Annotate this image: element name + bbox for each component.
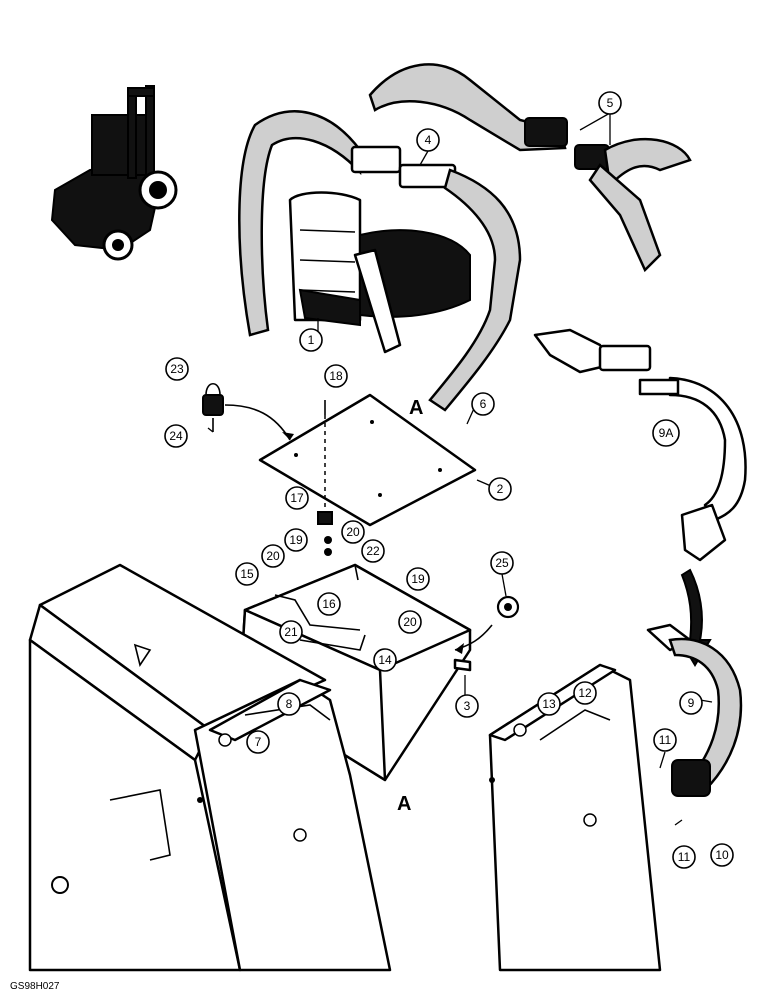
callout-2: 2: [488, 477, 512, 501]
callout-label: 17: [290, 491, 304, 505]
callout-label: 9A: [659, 426, 674, 440]
callout-24: 24: [164, 424, 188, 448]
reference-letter-a-2: A: [397, 793, 411, 815]
callout-label: 25: [495, 556, 509, 570]
callout-label: 9: [688, 696, 695, 710]
callout-label: 19: [411, 572, 425, 586]
callout-label: 22: [366, 544, 380, 558]
callout-11-upper: 11: [653, 728, 677, 752]
callout-label: 20: [346, 525, 360, 539]
callout-21: 21: [279, 620, 303, 644]
callout-22: 22: [361, 539, 385, 563]
padlock-23: [202, 382, 294, 441]
callout-label: 23: [170, 362, 184, 376]
callout-label: 16: [322, 597, 336, 611]
callout-9: 9: [679, 691, 703, 715]
callout-label: 13: [542, 697, 556, 711]
callout-13: 13: [537, 692, 561, 716]
callout-label: 7: [255, 735, 262, 749]
callout-25: 25: [490, 551, 514, 575]
callout-3: 3: [455, 694, 479, 718]
seat-belt-9: [646, 623, 743, 797]
seat-1: [288, 191, 471, 354]
callout-19-upper: 19: [284, 528, 308, 552]
callout-9a: 9A: [652, 419, 680, 447]
callout-label: 5: [607, 96, 614, 110]
callout-19-lower: 19: [406, 567, 430, 591]
callout-label: 1: [308, 333, 315, 347]
callout-8: 8: [277, 692, 301, 716]
callout-label: 11: [659, 733, 672, 747]
rops-frame-right: [488, 663, 662, 972]
seat-belt-9a: [533, 328, 747, 562]
callout-label: 18: [329, 369, 343, 383]
rops-frame-left: [28, 563, 392, 972]
callout-10: 10: [710, 843, 734, 867]
callout-5: 5: [598, 91, 622, 115]
seat-belt-4: [238, 110, 522, 412]
callout-16: 16: [317, 592, 341, 616]
callout-label: 3: [464, 699, 471, 713]
callout-17: 17: [285, 486, 309, 510]
callout-label: 20: [403, 615, 417, 629]
callout-label: 4: [425, 133, 432, 147]
callout-label: 21: [284, 625, 298, 639]
callout-7: 7: [246, 730, 270, 754]
callout-20-c: 20: [398, 610, 422, 634]
callout-label: 11: [678, 850, 691, 864]
cover-plate-2: [258, 393, 477, 527]
callout-label: 24: [169, 429, 183, 443]
knob-25: [454, 573, 520, 654]
seat-belt-5: [368, 63, 692, 273]
callout-label: 12: [578, 686, 592, 700]
reference-letter-a-1: A: [409, 397, 423, 419]
callout-11-lower: 11: [672, 845, 696, 869]
callout-23: 23: [165, 357, 189, 381]
callout-label: 6: [480, 397, 487, 411]
callout-label: 2: [497, 482, 504, 496]
callout-1: 1: [299, 328, 323, 352]
drawing-code: GS98H027: [10, 981, 60, 992]
callout-label: 15: [240, 567, 254, 581]
callout-15: 15: [235, 562, 259, 586]
callout-label: 8: [286, 697, 293, 711]
callout-6: 6: [471, 392, 495, 416]
callout-12: 12: [573, 681, 597, 705]
forklift-tractor-icon: [50, 85, 178, 261]
callout-label: 14: [378, 653, 392, 667]
callout-label: 19: [289, 533, 303, 547]
callout-20-a: 20: [341, 520, 365, 544]
callout-20-b: 20: [261, 544, 285, 568]
callout-14: 14: [373, 648, 397, 672]
callout-label: 20: [266, 549, 280, 563]
callout-4: 4: [416, 128, 440, 152]
callout-18: 18: [324, 364, 348, 388]
callout-label: 10: [715, 848, 729, 862]
